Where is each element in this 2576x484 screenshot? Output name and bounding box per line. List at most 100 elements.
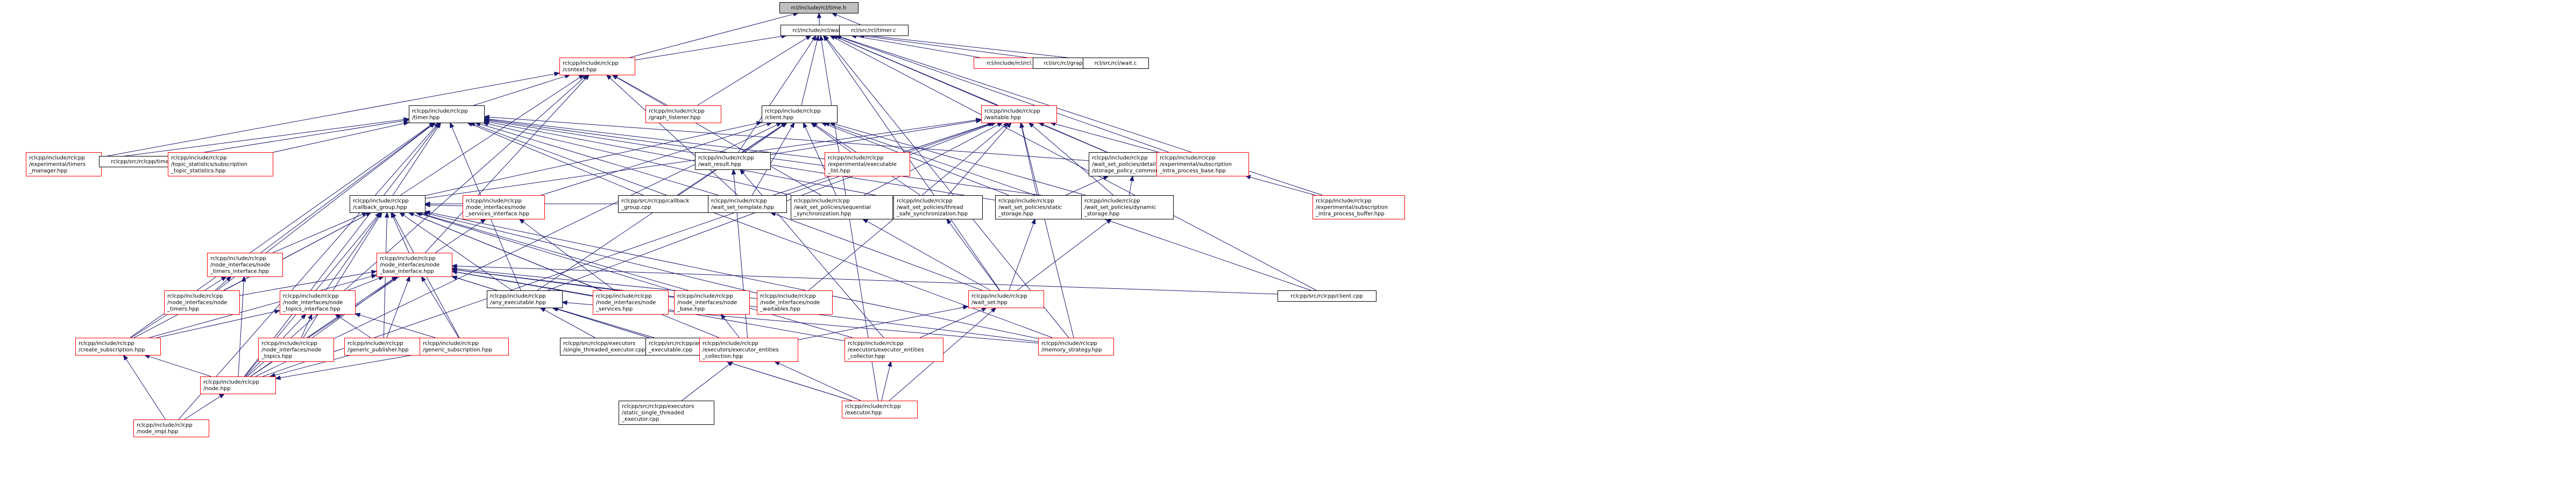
node-box[interactable]: [825, 152, 910, 176]
node-node-timers-hpp[interactable]: rclcpp/include/rclcpp/node_interfaces/no…: [164, 290, 240, 315]
node-node-impl-hpp[interactable]: rclcpp/include/rclcpp/node_impl.hpp: [133, 419, 209, 437]
node-any-executable-hpp[interactable]: rclcpp/include/rclcpp/any_executable.hpp: [487, 290, 563, 308]
node-node-services-hpp[interactable]: rclcpp/include/rclcpp/node_interfaces/no…: [593, 290, 669, 315]
node-box[interactable]: [1312, 195, 1405, 219]
node-box[interactable]: [842, 401, 918, 418]
node-box[interactable]: [699, 338, 798, 362]
node-sequential-synchronization-hpp[interactable]: rclcpp/include/rclcpp/wait_set_policies/…: [791, 195, 893, 219]
node-client-cpp[interactable]: rclcpp/src/rclcpp/client.cpp: [1278, 290, 1376, 302]
node-box[interactable]: [757, 290, 833, 315]
node-single-threaded-executor-cpp[interactable]: rclcpp/src/rclcpp/executors/single_threa…: [560, 338, 662, 355]
node-box[interactable]: [409, 105, 485, 123]
node-box[interactable]: [619, 401, 714, 425]
edge-arrowhead: [962, 305, 969, 310]
node-label-line: /static_single_threaded: [622, 410, 684, 416]
node-client-hpp[interactable]: rclcpp/include/rclcpp/client.hpp: [762, 105, 838, 123]
node-box[interactable]: [420, 338, 509, 355]
node-box[interactable]: [839, 25, 909, 36]
node-box[interactable]: [708, 195, 787, 213]
node-timer-hpp[interactable]: rclcpp/include/rclcpp/timer.hpp: [409, 105, 485, 123]
node-box[interactable]: [981, 105, 1057, 123]
node-box[interactable]: [463, 195, 545, 219]
node-node-hpp[interactable]: rclcpp/include/rclcpp/node.hpp: [200, 376, 276, 394]
node-box[interactable]: [779, 2, 858, 13]
node-generic-publisher-hpp[interactable]: rclcpp/include/rclcpp/generic_publisher.…: [344, 338, 423, 355]
node-memory-strategy-hpp[interactable]: rclcpp/include/rclcpp/memory_strategy.hp…: [1038, 338, 1114, 355]
node-wait-set-template-hpp[interactable]: rclcpp/include/rclcpp/wait_set_template.…: [708, 195, 787, 213]
node-timers-manager-hpp[interactable]: rclcpp/include/rclcpp/experimental/timer…: [26, 152, 102, 176]
node-waitable-hpp[interactable]: rclcpp/include/rclcpp/waitable.hpp: [981, 105, 1057, 123]
node-executor-entities-collector-hpp[interactable]: rclcpp/include/rclcpp/executors/executor…: [845, 338, 943, 362]
node-graph-listener-hpp[interactable]: rclcpp/include/rclcpp/graph_listener.hpp: [645, 105, 721, 123]
node-box[interactable]: [207, 253, 283, 277]
node-box[interactable]: [1081, 195, 1174, 219]
node-box[interactable]: [168, 152, 273, 176]
node-box[interactable]: [1083, 58, 1149, 69]
node-box[interactable]: [350, 195, 425, 213]
node-context-hpp[interactable]: rclcpp/include/rclcpp/context.hpp: [559, 58, 635, 75]
node-wait-result-hpp[interactable]: rclcpp/include/rclcpp/wait_result.hpp: [695, 152, 771, 170]
node-box[interactable]: [593, 290, 669, 315]
node-box[interactable]: [280, 290, 356, 315]
node-box[interactable]: [1156, 152, 1249, 176]
node-time-h[interactable]: rcl/include/rcl/time.h: [779, 2, 858, 13]
node-static-single-threaded-executor-cpp[interactable]: rclcpp/src/rclcpp/executors/static_singl…: [619, 401, 714, 425]
node-box[interactable]: [674, 290, 750, 315]
node-box[interactable]: [133, 419, 209, 437]
node-node-base-hpp[interactable]: rclcpp/include/rclcpp/node_interfaces/no…: [674, 290, 750, 315]
node-node-waitables-hpp[interactable]: rclcpp/include/rclcpp/node_interfaces/no…: [757, 290, 833, 315]
node-wait-c[interactable]: rcl/src/rcl/wait.c: [1083, 58, 1149, 69]
node-node-topics-hpp[interactable]: rclcpp/include/rclcpp/node_interfaces/no…: [258, 338, 334, 362]
edge-line: [839, 37, 1169, 153]
node-static-storage-hpp[interactable]: rclcpp/include/rclcpp/wait_set_policies/…: [995, 195, 1084, 219]
node-box[interactable]: [487, 290, 563, 308]
node-box[interactable]: [645, 105, 721, 123]
node-subscription-topic-statistics-hpp[interactable]: rclcpp/include/rclcpp/topic_statistics/s…: [168, 152, 273, 176]
node-label-line: rclcpp/include/rclcpp: [167, 294, 223, 300]
node-box[interactable]: [26, 152, 102, 176]
edge-generic_publisher_hpp-to-node_base_interface_hpp: [386, 275, 410, 338]
node-box[interactable]: [1278, 290, 1376, 302]
node-executor-entities-collection-hpp[interactable]: rclcpp/include/rclcpp/executors/executor…: [699, 338, 798, 362]
node-subscription-intra-process-buffer-hpp[interactable]: rclcpp/include/rclcpp/experimental/subsc…: [1312, 195, 1405, 219]
node-box[interactable]: [75, 338, 161, 355]
node-generic-subscription-hpp[interactable]: rclcpp/include/rclcpp/generic_subscripti…: [420, 338, 509, 355]
node-create-subscription-hpp[interactable]: rclcpp/include/rclcpp/create_subscriptio…: [75, 338, 161, 355]
node-node-topics-interface-hpp[interactable]: rclcpp/include/rclcpp/node_interfaces/no…: [280, 290, 356, 315]
node-box[interactable]: [695, 152, 771, 170]
node-executable-list-hpp[interactable]: rclcpp/include/rclcpp/experimental/execu…: [825, 152, 910, 176]
node-box[interactable]: [893, 195, 983, 219]
node-box[interactable]: [200, 376, 276, 394]
node-box[interactable]: [344, 338, 423, 355]
node-callback-group-cpp[interactable]: rclcpp/src/rclcpp/callback_group.cpp: [618, 195, 711, 213]
edge-static_storage_hpp-to-waitable_hpp: [1019, 122, 1038, 196]
node-box[interactable]: [559, 58, 635, 75]
node-box[interactable]: [258, 338, 334, 362]
node-box[interactable]: [560, 338, 662, 355]
node-box[interactable]: [968, 290, 1044, 308]
edge-line: [1043, 124, 1108, 153]
node-timer-c[interactable]: rcl/src/rcl/timer.c: [839, 25, 909, 36]
node-callback-group-hpp[interactable]: rclcpp/include/rclcpp/callback_group.hpp: [350, 195, 425, 213]
node-box[interactable]: [618, 195, 711, 213]
node-box[interactable]: [995, 195, 1084, 219]
node-subscription-intra-process-base-hpp[interactable]: rclcpp/include/rclcpp/experimental/subsc…: [1156, 152, 1249, 176]
node-box[interactable]: [845, 338, 943, 362]
node-node-timers-interface-hpp[interactable]: rclcpp/include/rclcpp/node_interfaces/no…: [207, 253, 283, 277]
node-thread-safe-synchronization-hpp[interactable]: rclcpp/include/rclcpp/wait_set_policies/…: [893, 195, 983, 219]
node-node-base-interface-hpp[interactable]: rclcpp/include/rclcpp/node_interfaces/no…: [377, 253, 452, 277]
node-dynamic-storage-hpp[interactable]: rclcpp/include/rclcpp/wait_set_policies/…: [1081, 195, 1174, 219]
node-box[interactable]: [791, 195, 893, 219]
edge-wait_set_hpp-to-thread_safe_synchronization_hpp: [946, 218, 1000, 291]
node-wait-set-hpp[interactable]: rclcpp/include/rclcpp/wait_set.hpp: [968, 290, 1044, 308]
node-box[interactable]: [1038, 338, 1114, 355]
node-executor-hpp[interactable]: rclcpp/include/rclcpp/executor.hpp: [842, 401, 918, 418]
edge-line: [797, 307, 964, 340]
node-box[interactable]: [377, 253, 452, 277]
edge-line: [247, 77, 584, 377]
edge-arrowhead: [371, 274, 378, 279]
node-node-services-interface-hpp[interactable]: rclcpp/include/rclcpp/node_interfaces/no…: [463, 195, 545, 219]
edge-arrowhead: [301, 313, 307, 319]
node-box[interactable]: [762, 105, 838, 123]
node-box[interactable]: [164, 290, 240, 315]
